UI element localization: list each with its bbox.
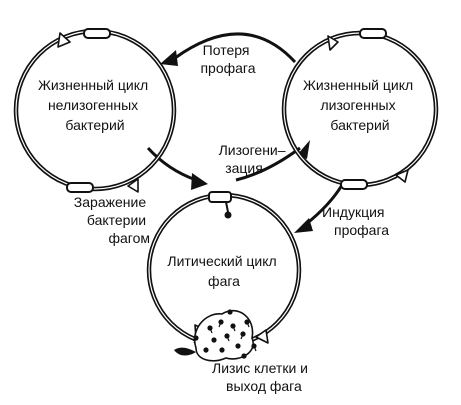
nonlysogenic-cycle-circle [13, 28, 177, 193]
prophage-gene [340, 179, 368, 190]
arrow-prophage-loss [160, 32, 297, 66]
lysed-cell-icon [174, 309, 257, 362]
phage-dna-insert [208, 191, 232, 203]
plasmid-gene [66, 182, 94, 193]
plasmid-gene [83, 28, 111, 39]
infection-label: Заражение бактерии фагом [74, 194, 150, 246]
lytic-cycle-label: Литический цикл фага [167, 253, 280, 289]
arrow-infection [146, 146, 208, 190]
lysogenic-cycle-circle [281, 28, 439, 190]
cycle-direction-arrow [127, 178, 139, 193]
lysogenic-cycle-label: Жизненный цикл лизогенных бактерий [303, 77, 417, 133]
nonlysogenic-cycle-label: Жизненный цикл нелизогенных бактерий [38, 77, 152, 133]
lysogenization-label: Лизогени– зация [219, 142, 290, 176]
cycle-direction-arrow [395, 169, 409, 183]
plasmid-gene [359, 28, 387, 39]
lysis-label: Лизис клетки и выход фага [212, 360, 312, 394]
induction-label: Индукция профага [322, 204, 389, 238]
phage-particle [224, 211, 232, 219]
cycle-direction-arrow [327, 35, 339, 51]
prophage-loss-label: Потеря профага [200, 42, 255, 76]
arrow-induction [294, 184, 344, 233]
cycle-direction-arrow [57, 32, 71, 48]
cycle-direction-arrow [255, 329, 269, 344]
